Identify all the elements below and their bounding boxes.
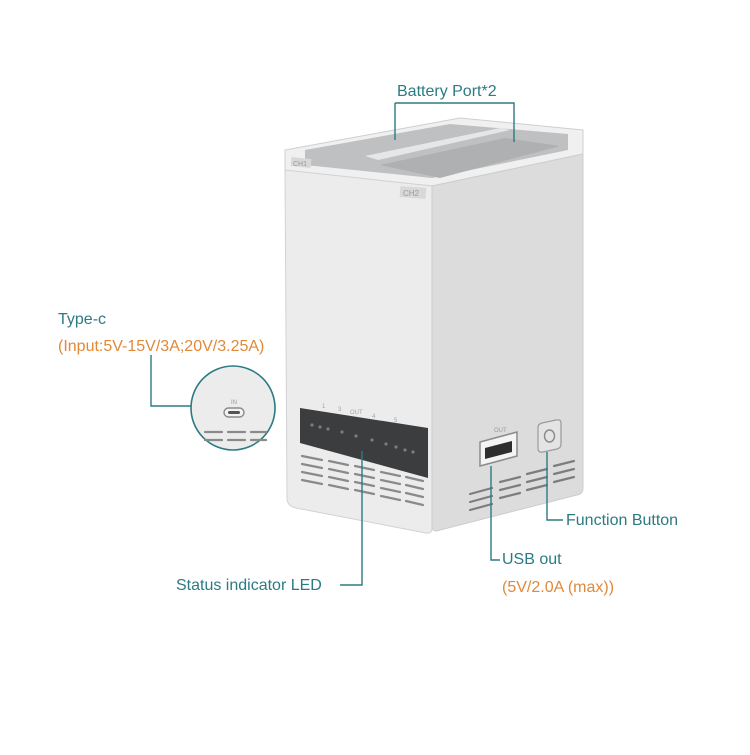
usb-port-mark: OUT	[494, 428, 507, 434]
slot-label-ch2: CH2	[403, 189, 420, 198]
led-out-mark: OUT	[350, 410, 363, 416]
type-c-label: Type-c	[58, 311, 107, 328]
side-vents	[468, 459, 576, 512]
status-led-label: Status indicator LED	[176, 577, 322, 594]
front-vents	[300, 454, 425, 507]
type-c-spec-label: (Input:5V-15V/3A;20V/3.25A)	[58, 338, 265, 355]
slot-label-ch1: CH1	[293, 161, 307, 168]
usb-out-spec-label: (5V/2.0A (max))	[502, 579, 615, 596]
svg-text:1: 1	[322, 404, 326, 410]
status-led-panel: 1 3 OUT 4 5	[300, 404, 428, 478]
svg-text:4: 4	[372, 414, 376, 420]
svg-text:5: 5	[394, 418, 398, 424]
svg-text:3: 3	[338, 407, 342, 413]
callout-lines	[150, 102, 563, 586]
function-button	[537, 419, 562, 453]
charger-top	[284, 117, 584, 187]
type-c-zoom-inset: IN	[190, 365, 276, 451]
usb-out-port: OUT	[479, 428, 518, 467]
battery-port-label: Battery Port*2	[397, 83, 497, 100]
slot-markings: CH1 CH2	[290, 156, 427, 199]
type-c-port-mark: IN	[231, 400, 237, 406]
function-button-label: Function Button	[566, 512, 679, 529]
charger-side-face	[431, 153, 584, 532]
usb-out-label: USB out	[502, 551, 562, 568]
